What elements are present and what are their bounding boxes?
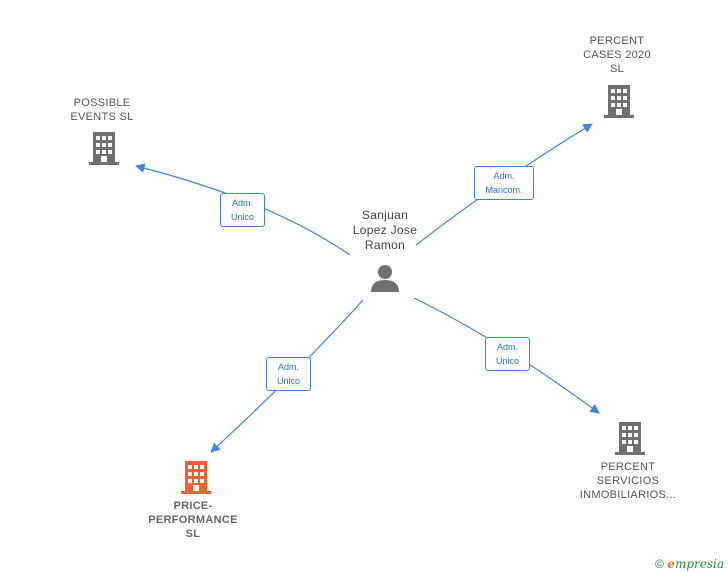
percent-cases-line-2: CASES 2020 <box>583 49 651 61</box>
edge-label-line-2: Unico <box>230 212 254 222</box>
building-icon[interactable] <box>88 131 120 165</box>
brand-logo-rest: mpresia <box>674 557 724 571</box>
percent-cases-label[interactable]: PERCENT CASES 2020 SL <box>567 34 667 76</box>
person-icon[interactable] <box>370 264 400 292</box>
center-person-label[interactable]: Sanjuan Lopez Jose Ramon <box>333 208 437 253</box>
copyright-icon: © <box>655 557 664 571</box>
price-performance-label[interactable]: PRICE- PERFORMANCE SL <box>133 499 253 541</box>
percent-servicios-line-1: PERCENT <box>600 461 656 473</box>
footer-brand[interactable]: © empresia <box>655 557 724 571</box>
percent-servicios-label[interactable]: PERCENT SERVICIOS INMOBILIARIOS... <box>568 460 688 502</box>
percent-cases-line-3: SL <box>609 63 625 75</box>
price-performance-line-3: SL <box>185 528 201 540</box>
edge-label-line-2: Mancom. <box>485 185 523 195</box>
edge-label-price-performance[interactable]: Adm. Unico <box>266 357 311 391</box>
edge-label-line-1: Adm. <box>496 342 518 352</box>
brand-logo-e: e <box>667 557 675 571</box>
percent-servicios-line-2: SERVICIOS <box>596 475 660 487</box>
edge-label-percent-servicios[interactable]: Adm. Unico <box>485 337 530 371</box>
center-person-line-1: Sanjuan <box>361 208 409 222</box>
building-icon[interactable] <box>180 460 212 494</box>
percent-servicios-line-3: INMOBILIARIOS... <box>579 489 677 501</box>
edge-label-possible-events[interactable]: Adm. Unico <box>220 193 265 227</box>
building-icon[interactable] <box>603 84 635 118</box>
edge-label-line-2: Unico <box>276 376 300 386</box>
edge-label-percent-cases[interactable]: Adm. Mancom. <box>474 166 534 200</box>
price-performance-line-1: PRICE- <box>173 500 213 512</box>
center-person-line-3: Ramon <box>364 238 406 252</box>
edge-label-line-1: Adm. <box>493 171 515 181</box>
brand-logo: empresia <box>667 557 724 571</box>
building-icon[interactable] <box>614 421 646 455</box>
edge-label-line-1: Adm. <box>231 198 253 208</box>
edge-label-line-1: Adm. <box>277 362 299 372</box>
possible-events-line-2: EVENTS SL <box>70 111 134 123</box>
percent-cases-line-1: PERCENT <box>589 35 645 47</box>
possible-events-line-1: POSSIBLE <box>73 97 131 109</box>
price-performance-line-2: PERFORMANCE <box>148 514 238 526</box>
possible-events-label[interactable]: POSSIBLE EVENTS SL <box>52 96 152 124</box>
center-person-line-2: Lopez Jose <box>352 223 418 237</box>
edge-label-line-2: Unico <box>495 356 519 366</box>
